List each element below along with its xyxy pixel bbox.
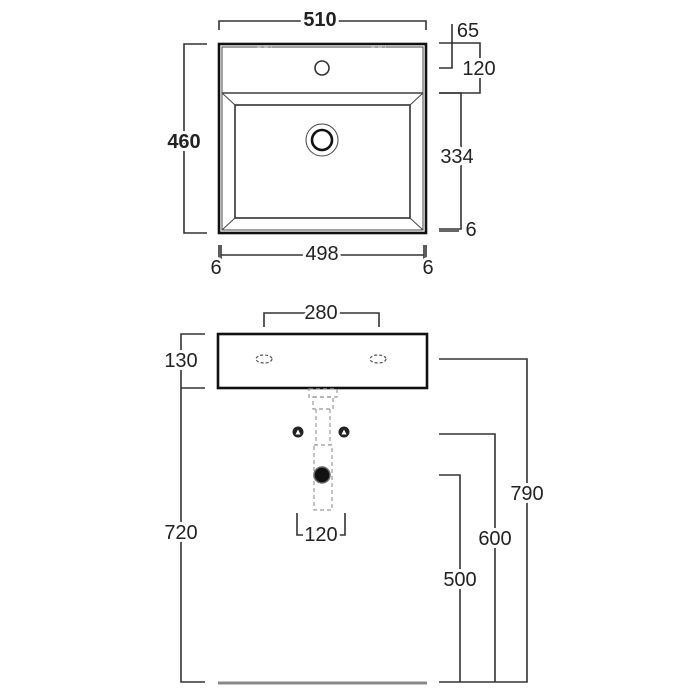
dim-460: 460 bbox=[167, 131, 200, 153]
supply-valve-right-icon bbox=[338, 426, 350, 438]
dim-130: 130 bbox=[164, 350, 197, 372]
dim-65: 65 bbox=[457, 20, 479, 42]
basin-front-outline bbox=[216, 332, 429, 390]
dim-510-line bbox=[218, 20, 427, 30]
bowl-corner-lines bbox=[221, 92, 424, 231]
dim-500: 500 bbox=[443, 569, 476, 591]
dim-790: 790 bbox=[510, 483, 543, 505]
dim-460-line bbox=[183, 43, 207, 234]
front-view: 280 130 720 790 600 500 120 bbox=[161, 299, 547, 685]
dim-720: 720 bbox=[164, 522, 197, 544]
dim-6-front: 6 bbox=[465, 219, 476, 241]
bowl-rim bbox=[221, 92, 424, 231]
dim-65-line bbox=[439, 24, 453, 69]
drain-icon bbox=[305, 123, 339, 157]
dim-6-left: 6 bbox=[210, 257, 221, 279]
tap-hole-icon bbox=[314, 60, 330, 76]
dim-334: 334 bbox=[440, 146, 473, 168]
supply-valve-left-icon bbox=[292, 426, 304, 438]
drain-inner bbox=[310, 128, 334, 152]
dim-120-top: 120 bbox=[462, 58, 495, 80]
top-view: 510 460 65 120 334 6 498 6 6 bbox=[164, 6, 498, 282]
waste-trap-dashed bbox=[308, 388, 338, 511]
overflow-right-icon bbox=[369, 354, 387, 364]
basin-outline bbox=[217, 42, 428, 235]
dim-120-front-line bbox=[296, 513, 346, 536]
dim-334-line bbox=[439, 92, 462, 230]
bowl-floor bbox=[234, 104, 411, 219]
dim-600-line bbox=[439, 433, 496, 682]
dim-500-line bbox=[439, 474, 461, 682]
waste-outlet-icon bbox=[313, 466, 331, 484]
dim-6-right: 6 bbox=[422, 257, 433, 279]
dim-498: 498 bbox=[305, 243, 338, 265]
dim-280-line bbox=[263, 312, 380, 327]
overflow-left-icon bbox=[255, 354, 273, 364]
dim-510: 510 bbox=[303, 9, 336, 31]
dim-280: 280 bbox=[304, 302, 337, 324]
dim-vertical-left-line bbox=[180, 333, 205, 683]
dim-120-front: 120 bbox=[304, 524, 337, 546]
dim-790-line bbox=[439, 358, 528, 683]
dim-600: 600 bbox=[478, 528, 511, 550]
dim-498-line bbox=[218, 245, 427, 260]
